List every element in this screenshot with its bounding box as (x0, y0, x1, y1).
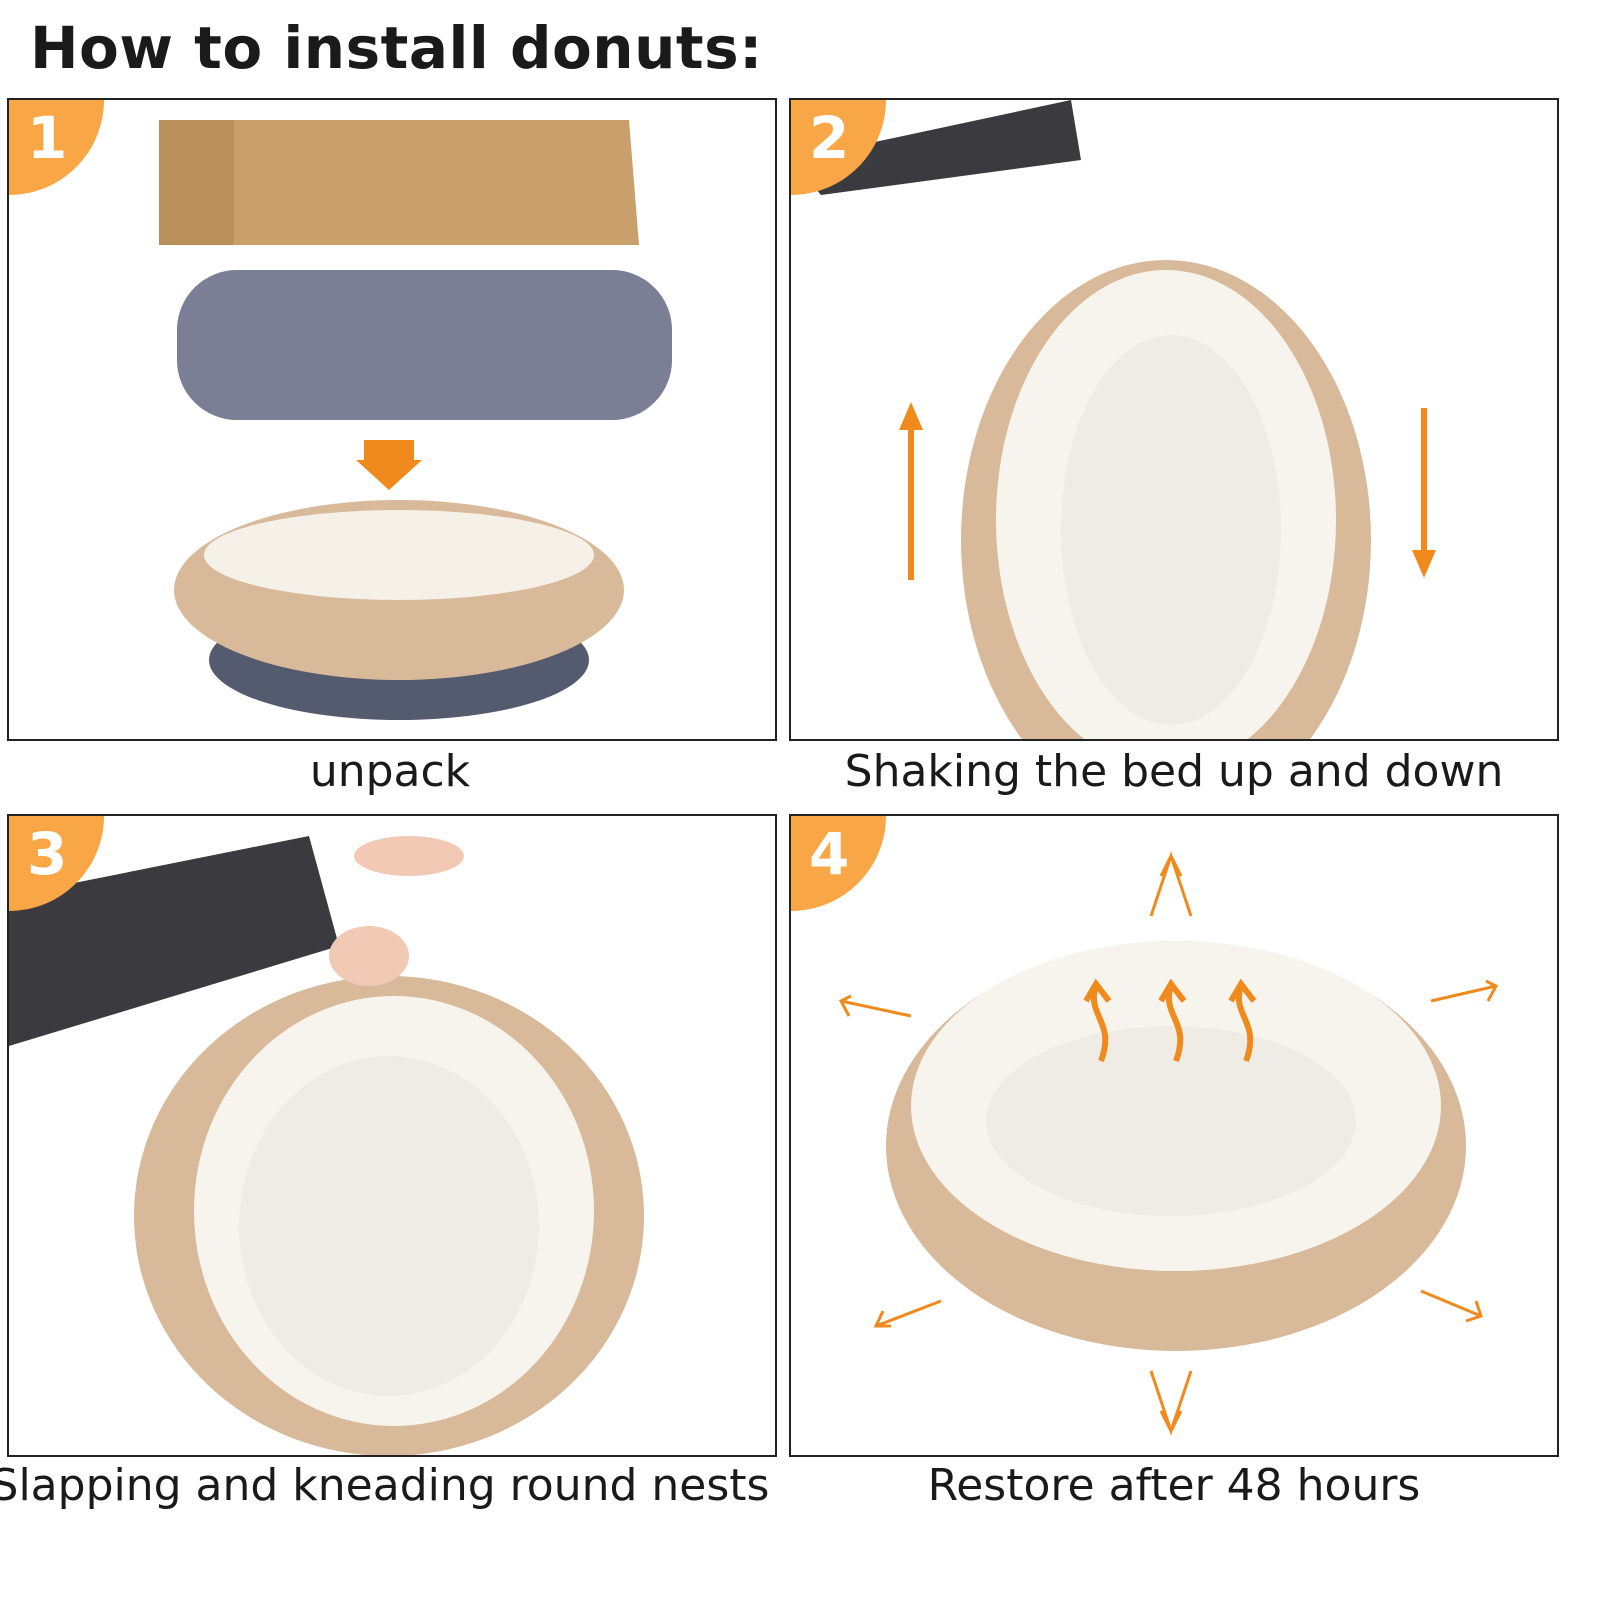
step-2-caption: Shaking the bed up and down (844, 746, 1504, 797)
step-3-caption: Slapping and kneading round nests (0, 1460, 770, 1511)
step-1-caption: unpack (309, 746, 471, 797)
step-2-panel: 2 (789, 98, 1559, 741)
step-number: 4 (809, 820, 850, 888)
step-3-panel: 3 (7, 814, 777, 1457)
step-4-caption: Restore after 48 hours (927, 1460, 1421, 1511)
step-1-panel: 1 (7, 98, 777, 741)
shaking-bed-illustration (791, 100, 1436, 739)
restored-bed-illustration (838, 851, 1499, 1436)
kneading-bed-illustration (9, 836, 644, 1455)
step-number: 1 (27, 104, 68, 172)
page-title: How to install donuts: (30, 14, 763, 82)
step-number: 2 (809, 104, 850, 172)
step-4-panel: 4 (789, 814, 1559, 1457)
step-number: 3 (27, 820, 68, 888)
unpack-illustration (159, 120, 672, 720)
step-number-badge: 2 (791, 100, 886, 195)
